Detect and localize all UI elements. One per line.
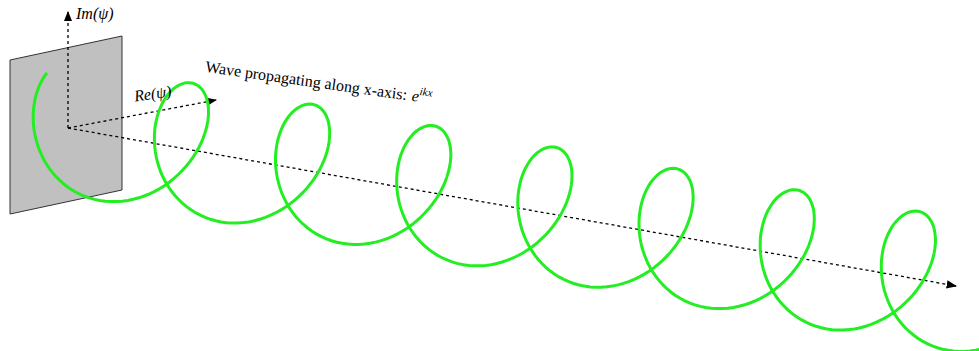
re-axis [68,100,216,128]
axis-label: Re(ψ) [133,83,172,104]
im-axis [67,12,68,128]
formula-base: e [411,87,420,105]
axis-label: Im(ψ) [76,6,113,22]
caption-text: Wave propagating along x-axis: [204,58,408,103]
spacer [406,100,411,101]
x-axis [68,128,956,286]
wave-caption: Wave propagating along x-axis:eikx [204,56,433,107]
formula-exponent: ikx [419,85,433,99]
wave-helix [33,73,979,351]
